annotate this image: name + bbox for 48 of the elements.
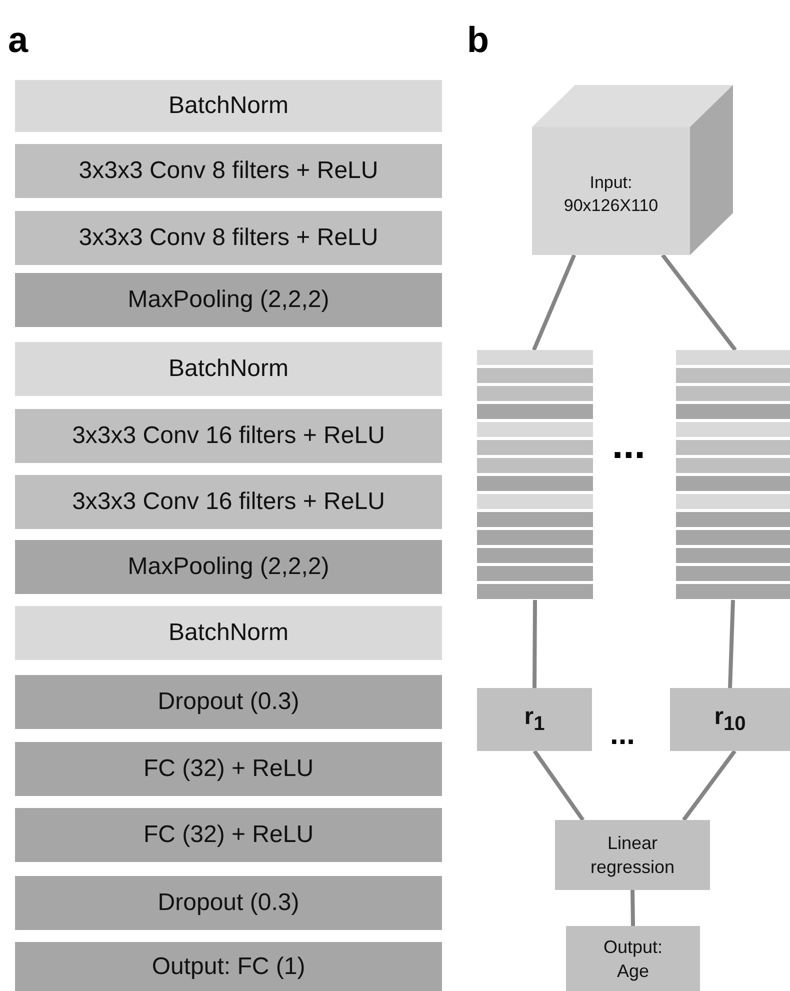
layer-box <box>15 342 442 396</box>
connector-line <box>682 750 736 822</box>
layer-box <box>15 606 442 660</box>
process-box <box>670 688 790 751</box>
connector-line <box>532 254 576 351</box>
layer-label: 3x3x3 Conv 16 filters + ReLU <box>72 422 385 450</box>
ellipsis: ... <box>612 425 646 465</box>
process-box <box>555 820 710 890</box>
layer-label: Dropout (0.3) <box>158 688 300 716</box>
panel-letter: a <box>8 22 28 58</box>
node-label: Linear regression <box>589 832 676 879</box>
connector-line <box>532 600 537 688</box>
layer-label: MaxPooling (2,2,2) <box>128 286 330 314</box>
layer-box <box>15 742 442 796</box>
connector-line <box>661 254 737 352</box>
layer-box <box>15 942 442 991</box>
layer-label: Output: FC (1) <box>152 952 306 980</box>
layer-label: BatchNorm <box>168 355 289 383</box>
layer-box <box>15 409 442 463</box>
layer-box <box>15 475 442 529</box>
layer-box <box>15 80 442 132</box>
layer-box <box>15 876 442 930</box>
node-label: Output: Age <box>602 936 664 982</box>
layer-label: FC (32) + ReLU <box>143 821 314 849</box>
layer-label: 3x3x3 Conv 8 filters + ReLU <box>78 157 378 185</box>
layer-label: BatchNorm <box>168 92 289 120</box>
layer-label: BatchNorm <box>168 619 289 647</box>
layer-box <box>15 211 442 265</box>
layer-box <box>15 540 442 594</box>
process-box <box>566 926 700 991</box>
layer-label: 3x3x3 Conv 8 filters + ReLU <box>78 224 378 252</box>
layer-box <box>15 273 442 327</box>
layer-label: MaxPooling (2,2,2) <box>128 553 330 581</box>
layer-label: FC (32) + ReLU <box>143 755 314 783</box>
node-label: r$_{1}$ <box>524 703 545 736</box>
connector-line <box>728 600 735 688</box>
layer-box <box>15 144 442 198</box>
layer-box <box>15 808 442 862</box>
layer-label: Dropout (0.3) <box>158 889 300 917</box>
process-box <box>477 688 592 751</box>
node-label: r$_{10}$ <box>714 703 746 736</box>
ellipsis: ... <box>610 720 636 750</box>
layer-box <box>15 675 442 729</box>
layer-label: 3x3x3 Conv 16 filters + ReLU <box>72 488 385 516</box>
connector-line <box>630 890 635 926</box>
panel-letter: b <box>467 22 489 58</box>
node-label: Input: 90x126X110 <box>562 172 660 217</box>
connector-line <box>532 750 585 822</box>
